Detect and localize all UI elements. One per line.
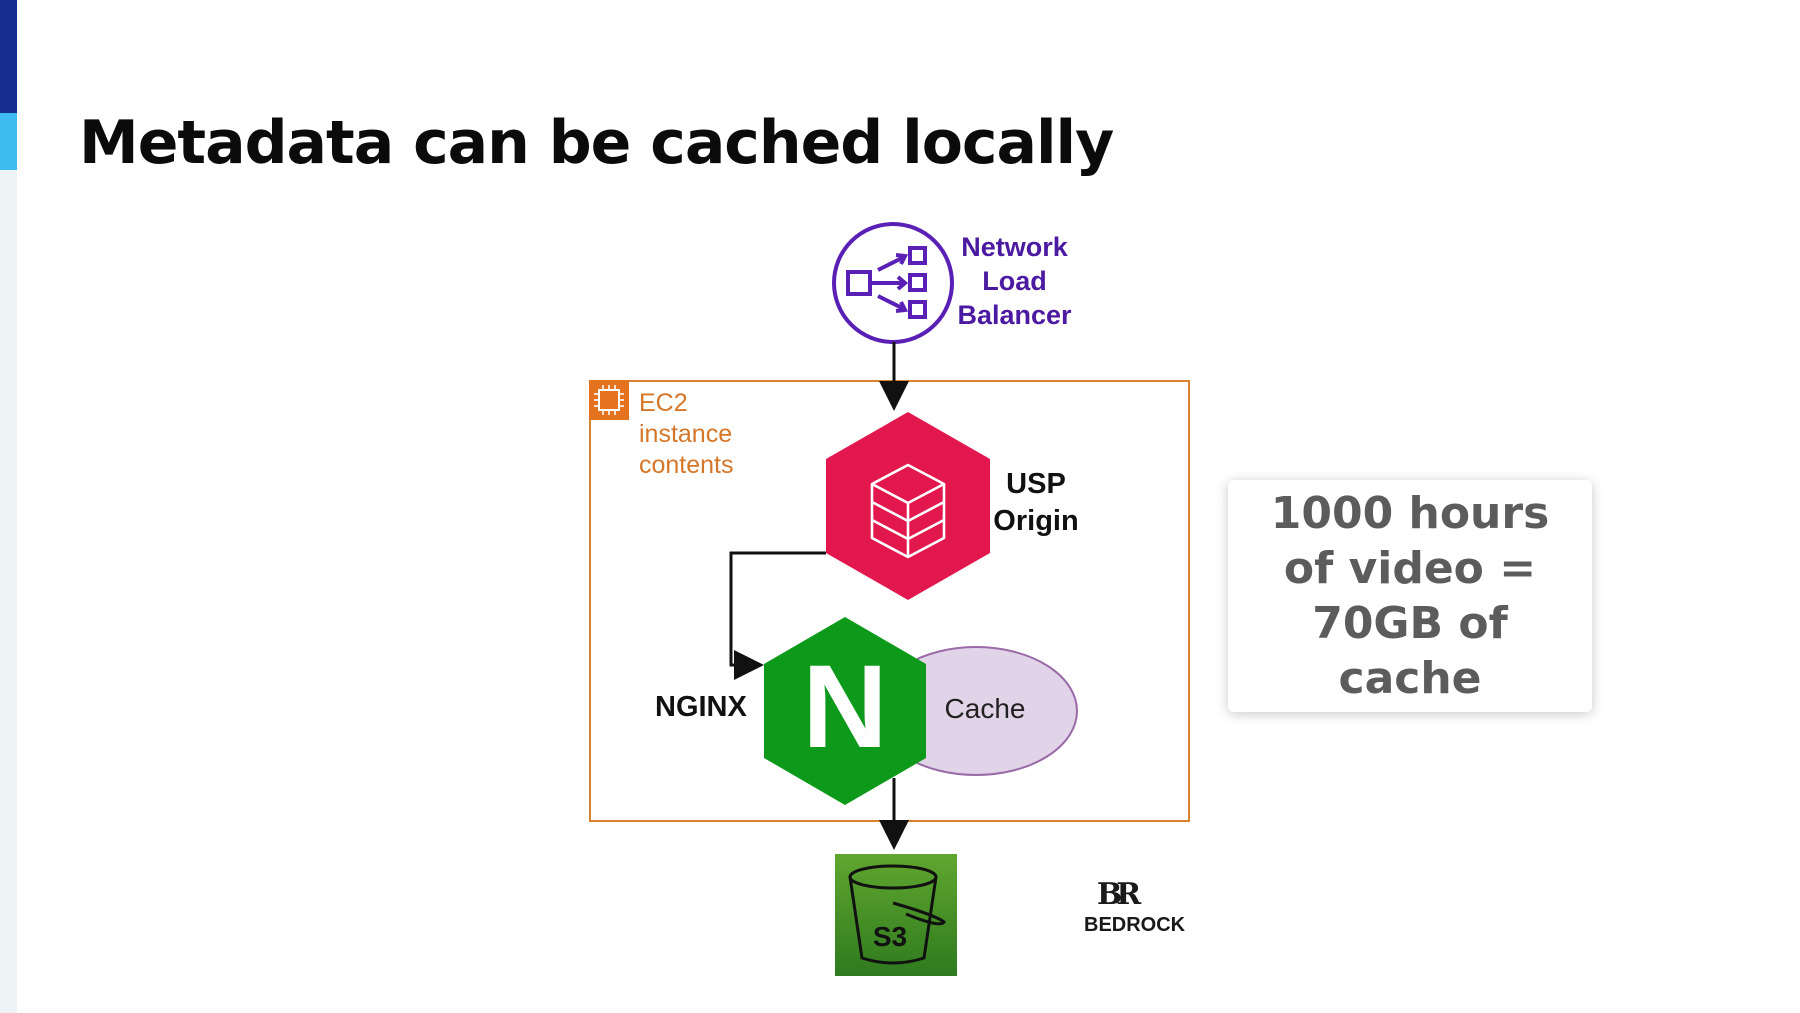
left-accent-rail: [0, 0, 17, 1013]
server-stack-icon: [870, 463, 946, 559]
bedrock-logo-mark: BR: [1096, 877, 1141, 912]
usp-origin-node: [826, 412, 990, 600]
ec2-label: EC2 instance contents: [639, 389, 734, 479]
bucket-icon: [848, 864, 947, 965]
nginx-node: [764, 617, 926, 805]
s3-bucket-node: [835, 854, 957, 976]
stat-callout-text: 1000 hours of video = 70GB of cache: [1270, 488, 1550, 704]
accent-bar-light: [0, 113, 17, 170]
chip-icon: [589, 380, 629, 420]
slide-title: Metadata can be cached locally: [79, 108, 1114, 178]
load-balancer-icon: [832, 222, 954, 344]
accent-bar-dark: [0, 0, 17, 113]
arrow-usp-to-nginx: [729, 551, 826, 680]
cache-label: Cache: [944, 693, 1026, 724]
usp-origin-label: USP Origin: [993, 468, 1079, 537]
nginx-label: NGINX: [655, 691, 747, 723]
s3-label: S3: [872, 921, 908, 952]
bedrock-logo-text: BEDROCK: [1084, 914, 1186, 936]
nlb-label: Network Load Balancer: [957, 232, 1072, 330]
nginx-logo-glyph: N: [802, 641, 888, 773]
stat-callout-card: 1000 hours of video = 70GB of cache: [1228, 480, 1592, 712]
